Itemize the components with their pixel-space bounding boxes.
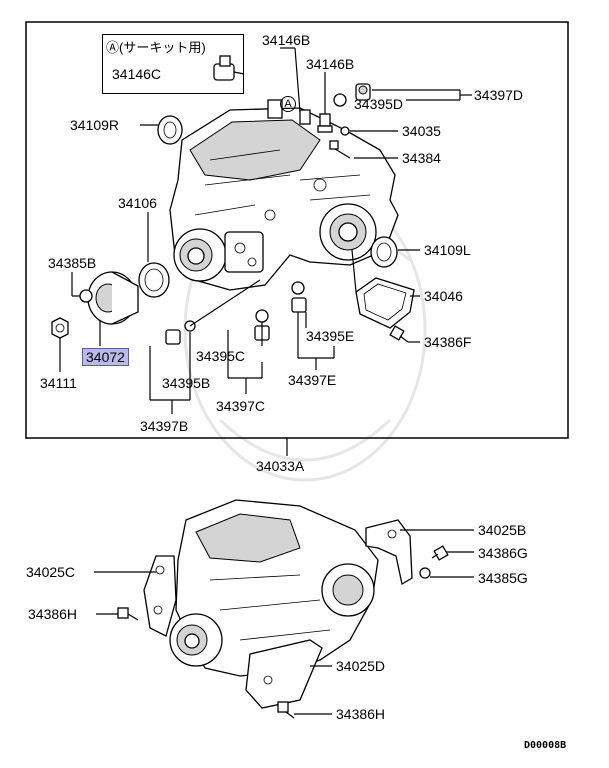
label-34386H-left: 34386H [28, 606, 78, 622]
label-34397C: 34397C [216, 398, 266, 414]
nut-34111 [51, 317, 69, 339]
label-34025D: 34025D [336, 658, 386, 674]
circuit-inset-box [102, 34, 244, 94]
label-34397E: 34397E [288, 372, 337, 388]
label-34395C: 34395C [196, 348, 246, 364]
bolt-34386F [389, 325, 409, 343]
plug-34397D [355, 83, 371, 101]
washer-34395C [255, 309, 269, 323]
label-34111: 34111 [40, 375, 77, 391]
leader-lines-lower [94, 529, 474, 715]
label-34385B: 34385B [48, 255, 97, 271]
assembly-frame [25, 21, 569, 439]
label-34385G: 34385G [478, 570, 528, 586]
leader-lines-upper [59, 47, 472, 414]
label-34025C: 34025C [26, 564, 76, 580]
bolt-34386H-left [117, 607, 139, 621]
label-34046: 34046 [424, 288, 463, 304]
bracket-34025B [365, 519, 413, 586]
label-34386F: 34386F [424, 334, 472, 350]
cover-34046 [355, 277, 415, 329]
label-34397D: 34397D [474, 87, 524, 103]
plug-34146B [317, 113, 333, 133]
washer-flange [79, 289, 93, 303]
label-34109R: 34109R [70, 117, 120, 133]
label-34395E: 34395E [306, 328, 355, 344]
differential-housing-upper [169, 99, 399, 291]
footer-code: D00008B [524, 740, 567, 751]
label-34146B: 34146B [306, 56, 355, 72]
label-34106: 34106 [118, 195, 157, 211]
bracket-34025C [143, 555, 177, 637]
label-34025B: 34025B [478, 522, 527, 538]
washer-34395D [333, 93, 347, 107]
label-34109L: 34109L [424, 242, 471, 258]
inset-title: Ⓐ(サーキット用) [106, 40, 206, 55]
bolt-34386H-bottom [277, 701, 295, 719]
bracket-34025D [245, 639, 323, 709]
label-34146C: 34146C [112, 66, 162, 82]
washer-34395E [291, 281, 305, 295]
seal-34109L [370, 236, 398, 268]
label-34397B: 34397B [140, 418, 189, 434]
label-34146B-top: 34146B [262, 32, 311, 48]
label-34395B: 34395B [162, 375, 211, 391]
sensor-34146C [213, 55, 245, 81]
label-34395D: 34395D [354, 96, 404, 112]
differential-housing-lower [169, 499, 379, 677]
part-34035 [340, 126, 350, 136]
bolt-34386G [431, 545, 449, 561]
seal-34106 [138, 262, 170, 298]
seal-34109R [157, 115, 183, 145]
bolt-34384 [329, 140, 351, 159]
plug-34397E [291, 297, 307, 313]
label-34072-highlighted: 34072 [82, 348, 129, 366]
flange-34385B [87, 271, 139, 325]
label-34033A: 34033A [256, 458, 305, 474]
nut-34385G [419, 567, 431, 579]
label-34386G: 34386G [478, 545, 528, 561]
callout-a-marker: A [280, 96, 296, 112]
label-34384: 34384 [402, 150, 441, 166]
plug-34397B [165, 329, 181, 345]
label-34035: 34035 [402, 123, 441, 139]
label-34386H-bottom: 34386H [336, 706, 386, 722]
